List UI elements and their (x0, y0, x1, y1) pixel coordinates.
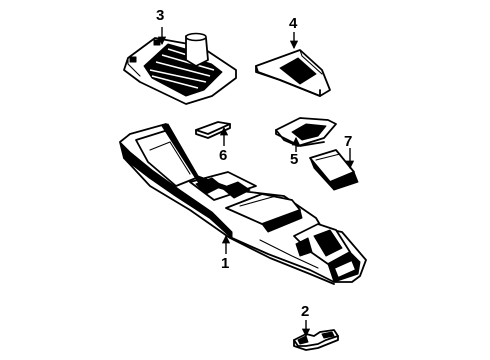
callout-6: 6 (219, 147, 227, 164)
part-5-trim-plate (275, 117, 337, 147)
callout-7: 7 (344, 133, 352, 150)
leader-lines (157, 27, 355, 338)
part-1-console (119, 123, 367, 285)
part-7-storage-box (309, 149, 359, 191)
part-6-bracket (195, 121, 231, 139)
callout-labels: 3 4 6 5 7 1 2 (156, 7, 352, 320)
part-3-shift-boot (123, 32, 237, 105)
callout-4: 4 (289, 15, 298, 32)
callout-5: 5 (290, 151, 298, 168)
callout-2: 2 (301, 303, 309, 320)
callout-1: 1 (221, 255, 229, 272)
callout-3: 3 (156, 7, 164, 24)
part-4-shift-bezel (255, 49, 331, 97)
part-2-clip (293, 329, 339, 351)
